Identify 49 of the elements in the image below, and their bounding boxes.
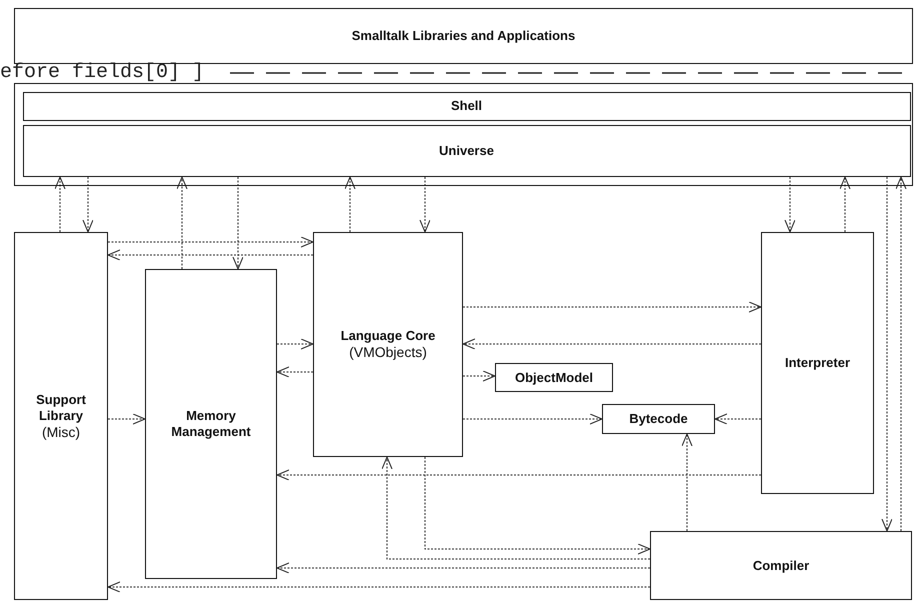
dependency-arrow <box>382 456 650 560</box>
dependency-arrow <box>276 338 314 350</box>
dependency-arrow <box>344 176 356 232</box>
layer-box <box>22 124 910 176</box>
dependency-arrow <box>896 176 906 532</box>
module-name: Bytecode <box>629 411 688 427</box>
module-box <box>602 404 715 434</box>
dependency-arrow <box>882 176 892 532</box>
dependency-arrow <box>276 562 650 574</box>
module-name: Language Core <box>340 328 436 344</box>
dependency-arrow <box>462 414 602 424</box>
container-box <box>14 83 913 186</box>
module-name: Memory Management <box>170 408 252 440</box>
dependency-arrow <box>232 176 244 270</box>
dependency-arrow <box>462 302 762 312</box>
dependency-arrow <box>784 176 796 232</box>
module-box <box>495 363 613 392</box>
dependency-arrow <box>462 338 762 350</box>
dependency-arrow <box>108 582 650 592</box>
dependency-arrow <box>108 236 314 248</box>
layer-box <box>14 8 913 64</box>
dependency-arrow <box>276 470 762 480</box>
dependency-arrow <box>424 456 650 554</box>
module-box <box>313 232 463 457</box>
module-box <box>14 232 108 600</box>
module-name: Support Library <box>35 392 87 424</box>
dependency-arrow <box>462 370 496 382</box>
dependency-arrow <box>54 176 66 232</box>
module-box <box>650 531 912 600</box>
module-name: Compiler <box>752 558 810 574</box>
dependency-arrow <box>108 414 146 424</box>
module-box <box>761 232 874 494</box>
dependency-arrow <box>420 176 430 232</box>
dependency-arrow <box>82 176 94 232</box>
dependency-arrow <box>176 176 188 270</box>
dependency-arrow <box>682 434 692 532</box>
module-name: Smalltalk Libraries and Applications <box>352 28 576 44</box>
module-note: (VMObjects) <box>349 344 427 361</box>
layer-box <box>22 92 910 120</box>
dependency-arrow <box>276 366 314 378</box>
dependency-arrow <box>108 250 314 260</box>
dependency-arrow <box>840 176 850 232</box>
module-note: (Misc) <box>42 424 80 440</box>
dependency-arrow <box>714 414 762 424</box>
module-name: ObjectModel <box>514 370 593 386</box>
module-box <box>145 269 277 579</box>
module-name: Interpreter <box>784 355 850 371</box>
module-name: Shell <box>450 98 482 114</box>
module-name: Universe <box>439 142 494 158</box>
